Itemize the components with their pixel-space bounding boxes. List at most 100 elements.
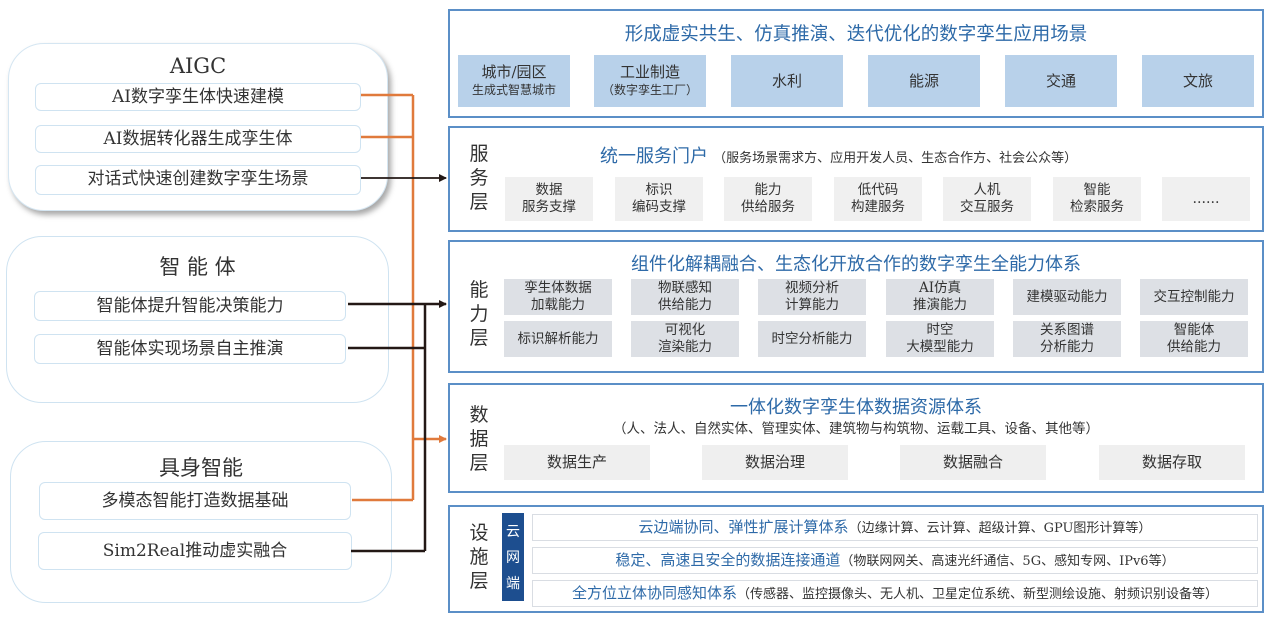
label-char: 据 [469, 428, 489, 450]
infrastructure-layer: 设 施 层 云 网 端 云边端协同、弹性扩展计算体系（边缘计算、云计算、超级计算… [448, 505, 1264, 613]
service-item: …… [1162, 177, 1250, 221]
embodied-item: 多模态智能打造数据基础 [39, 482, 351, 520]
capability-item-line: 孪生体数据 [524, 280, 592, 296]
capability-item-line: 大模型能力 [906, 339, 974, 355]
scene-sub: 生成式智慧城市 [471, 83, 556, 97]
label-char: 务 [469, 167, 489, 189]
scene-tourism: 文旅 [1142, 55, 1254, 107]
capability-item-line: 渲染能力 [658, 339, 712, 355]
infra-row-note: （物联网网关、高速光纤通信、5G、感知专网、IPv6等） [840, 554, 1175, 569]
label-char: 施 [469, 546, 489, 568]
infrastructure-layer-label: 设 施 层 [468, 521, 490, 593]
service-item: 能力供给服务 [724, 177, 812, 221]
group-aigc: AIGC AI数字孪生体快速建模 AI数据转化器生成孪生体 对话式快速创建数字孪… [8, 43, 388, 211]
scene-transport: 交通 [1005, 55, 1117, 107]
capability-layer-label: 能 力 层 [468, 278, 490, 350]
embodied-item: Sim2Real推动虚实融合 [38, 532, 352, 570]
scene-city: 城市/园区 生成式智慧城市 [458, 55, 570, 107]
label-char: 网 [506, 550, 520, 566]
service-portal-note: （服务场景需求方、应用开发人员、生态合作方、社会公众等） [713, 151, 1078, 166]
capability-item-line: 时空 [926, 322, 954, 338]
infra-row-network: 稳定、高速且安全的数据连接通道（物联网网关、高速光纤通信、5G、感知专网、IPv… [532, 547, 1258, 574]
capability-item-line: AI仿真 [918, 280, 962, 296]
group-title-agent: 智 能 体 [159, 255, 236, 279]
agent-item: 智能体实现场景自主推演 [34, 334, 346, 364]
cloud-network-edge-bar: 云 网 端 [502, 513, 524, 601]
label-char: 层 [469, 570, 489, 592]
capability-item-line: 供给能力 [1167, 339, 1221, 355]
capability-item-line: 推演能力 [913, 297, 967, 313]
capability-item: 时空分析能力 [758, 321, 866, 357]
service-item: 标识编码支撑 [615, 177, 703, 221]
application-layer-title: 形成虚实共生、仿真推演、迭代优化的数字孪生应用场景 [624, 24, 1088, 45]
capability-layer: 组件化解耦融合、生态化开放合作的数字孪生全能力体系 能 力 层 孪生体数据加载能… [448, 240, 1264, 373]
service-layer-label: 服 务 层 [468, 142, 490, 214]
label-char: 端 [506, 576, 520, 592]
capability-item-line: 标识解析能力 [517, 330, 599, 347]
label-char: 数 [469, 404, 489, 426]
group-title-aigc: AIGC [169, 54, 227, 78]
capability-item: 标识解析能力 [504, 321, 612, 357]
capability-layer-title: 组件化解耦融合、生态化开放合作的数字孪生全能力体系 [631, 254, 1081, 275]
capability-item: 智能体供给能力 [1140, 321, 1248, 357]
aigc-item: AI数字孪生体快速建模 [35, 83, 361, 111]
data-item-label: 数据生产 [546, 453, 607, 471]
capability-item-line: 分析能力 [1040, 339, 1094, 355]
service-layer: 服 务 层 统一服务门户 （服务场景需求方、应用开发人员、生态合作方、社会公众等… [448, 126, 1264, 232]
scene-industry: 工业制造 （数字孪生工厂） [594, 55, 706, 107]
infra-row-title: 云边端协同、弹性扩展计算体系 [638, 518, 849, 536]
service-item-line: 编码支撑 [632, 199, 686, 215]
service-item-line: 标识 [645, 182, 673, 198]
label-char: 层 [469, 191, 489, 213]
label-char: 服 [469, 143, 489, 165]
service-item-line: 人机 [973, 182, 1001, 198]
infra-row-title: 稳定、高速且安全的数据连接通道 [615, 551, 841, 569]
scene-energy: 能源 [868, 55, 980, 107]
capability-item-line: 可视化 [664, 322, 706, 338]
scene-label: 交通 [1045, 72, 1076, 90]
service-item-line: 能力 [754, 182, 782, 198]
capability-item-line: 计算能力 [785, 297, 839, 313]
capability-item: 视频分析计算能力 [758, 279, 866, 315]
service-item: 人机交互服务 [943, 177, 1031, 221]
capability-item: AI仿真推演能力 [886, 279, 994, 315]
capability-item-line: 建模驱动能力 [1026, 288, 1108, 305]
group-embodied: 具身智能 多模态智能打造数据基础 Sim2Real推动虚实融合 [10, 441, 392, 603]
label-char: 层 [469, 327, 489, 349]
capability-item-line: 加载能力 [531, 297, 585, 313]
service-item: 低代码构建服务 [834, 177, 922, 221]
capability-item-line: 关系图谱 [1040, 322, 1094, 338]
label-char: 层 [469, 452, 489, 474]
data-layer-note: （人、法人、自然实体、管理实体、建筑物与构筑物、运载工具、设备、其他等） [613, 421, 1099, 437]
service-item-line: 智能 [1083, 182, 1111, 198]
scene-label: 城市/园区 [481, 63, 547, 81]
capability-item-line: 智能体 [1173, 322, 1215, 338]
aigc-item: AI数据转化器生成孪生体 [35, 125, 361, 153]
capability-item: 交互控制能力 [1140, 279, 1248, 315]
infra-row-compute: 云边端协同、弹性扩展计算体系（边缘计算、云计算、超级计算、GPU图形计算等） [532, 514, 1258, 541]
capability-item-line: 视频分析 [785, 280, 839, 296]
service-item-line: 数据 [535, 182, 563, 198]
scene-water: 水利 [731, 55, 843, 107]
data-item-label: 数据存取 [1141, 453, 1202, 471]
capability-item-line: 交互控制能力 [1153, 288, 1235, 305]
service-item-line: 服务支撑 [522, 199, 576, 215]
service-item-line: …… [1192, 190, 1220, 207]
data-item-label: 数据融合 [942, 453, 1003, 471]
data-item: 数据存取 [1099, 445, 1245, 480]
scene-label: 工业制造 [619, 63, 680, 81]
label-char: 云 [506, 524, 520, 540]
capability-item: 关系图谱分析能力 [1013, 321, 1121, 357]
capability-item: 物联感知供给能力 [631, 279, 739, 315]
label-char: 力 [469, 303, 489, 325]
agent-item: 智能体提升智能决策能力 [34, 291, 346, 321]
group-agent: 智 能 体 智能体提升智能决策能力 智能体实现场景自主推演 [6, 236, 389, 403]
data-item: 数据生产 [504, 445, 650, 480]
data-item: 数据融合 [900, 445, 1046, 480]
infra-row-note: （传感器、监控摄像头、无人机、卫星定位系统、新型测绘设施、射频识别设备等） [737, 587, 1219, 602]
capability-item: 时空大模型能力 [886, 321, 994, 357]
label-char: 能 [469, 279, 489, 301]
service-item: 智能检索服务 [1053, 177, 1141, 221]
infra-row-note: （边缘计算、云计算、超级计算、GPU图形计算等） [848, 521, 1152, 536]
capability-item-line: 物联感知 [658, 280, 712, 296]
